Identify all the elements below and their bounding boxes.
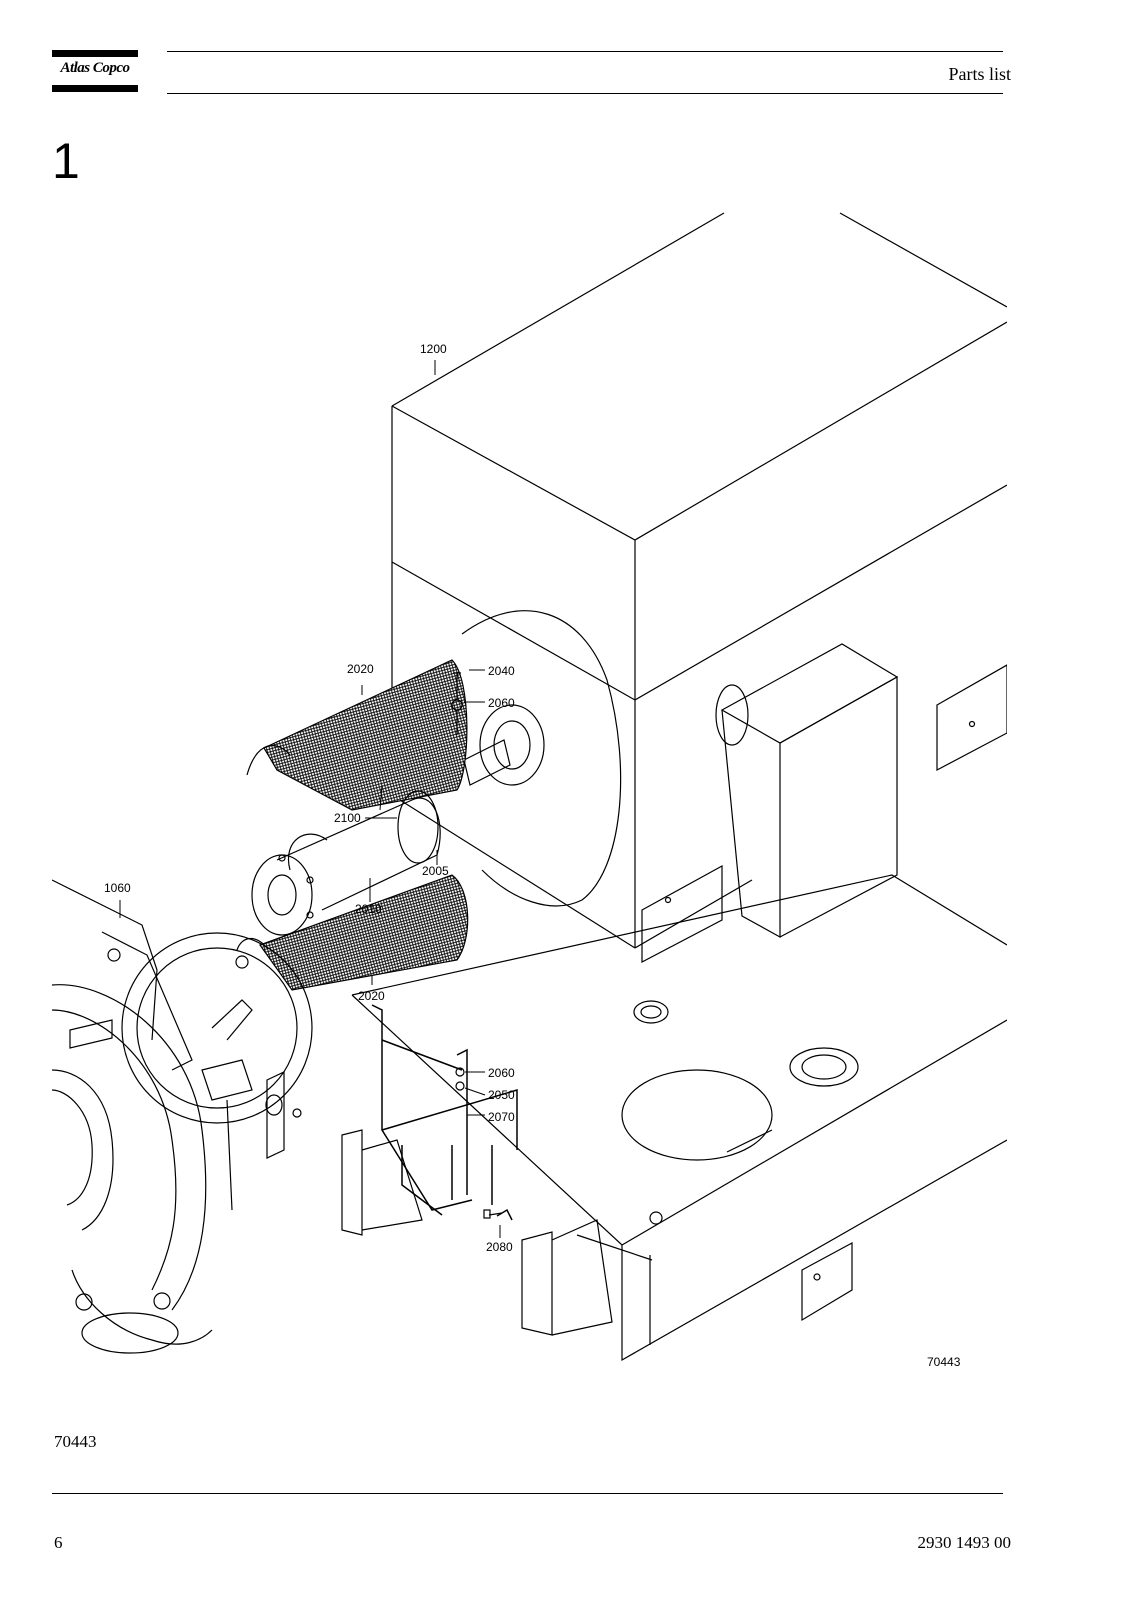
terminal-box bbox=[715, 643, 899, 939]
section-number: 1 bbox=[52, 133, 80, 189]
header-rule-bottom bbox=[167, 93, 1003, 94]
logo-bar-top bbox=[52, 50, 138, 57]
callout-2060-top: 2060 bbox=[488, 696, 515, 710]
page-number: 6 bbox=[54, 1533, 63, 1552]
header-title: Parts list bbox=[948, 64, 1011, 84]
logo-bar-bottom bbox=[52, 85, 138, 92]
fasteners bbox=[451, 672, 503, 1219]
logo-wordmark: Atlas Copco bbox=[60, 60, 130, 76]
footer-rule bbox=[52, 1493, 1003, 1494]
callout-2040: 2040 bbox=[488, 664, 515, 678]
callout-2020-bottom: 2020 bbox=[358, 989, 385, 1003]
callout-2080: 2080 bbox=[486, 1240, 513, 1254]
drawing-number: 70443 bbox=[927, 1355, 961, 1369]
callout-2020-top: 2020 bbox=[347, 662, 374, 676]
atlas-copco-logo: Atlas Copco bbox=[52, 50, 138, 92]
compressor-element bbox=[52, 879, 313, 1354]
exploded-parts-drawing: 1200 2020 2040 2060 2100 2005 1060 2010 … bbox=[52, 210, 1007, 1385]
document-number: 2930 1493 00 bbox=[917, 1533, 1012, 1552]
leader-lines bbox=[119, 360, 501, 1238]
callout-2060-bottom: 2060 bbox=[488, 1066, 515, 1080]
callout-1060: 1060 bbox=[104, 881, 131, 895]
motor-flange bbox=[461, 610, 622, 907]
header-rule-top bbox=[167, 51, 1003, 52]
figure-reference: 70443 bbox=[54, 1432, 97, 1451]
callout-2100: 2100 bbox=[334, 811, 361, 825]
motor-housing bbox=[391, 212, 1007, 949]
shaft-coupling bbox=[251, 790, 441, 936]
callout-2005: 2005 bbox=[422, 864, 449, 878]
base-frame bbox=[341, 874, 1007, 1362]
drawing-canvas: 1200 2020 2040 2060 2100 2005 1060 2010 … bbox=[52, 212, 1007, 1369]
callout-2010: 2010 bbox=[355, 902, 382, 916]
callout-1200: 1200 bbox=[420, 342, 447, 356]
coupling-guard-upper bbox=[246, 659, 468, 811]
frame-bracket bbox=[371, 1004, 518, 1221]
motor-side-window bbox=[641, 664, 1007, 963]
callout-2050: 2050 bbox=[488, 1088, 515, 1102]
callout-2070: 2070 bbox=[488, 1110, 515, 1124]
